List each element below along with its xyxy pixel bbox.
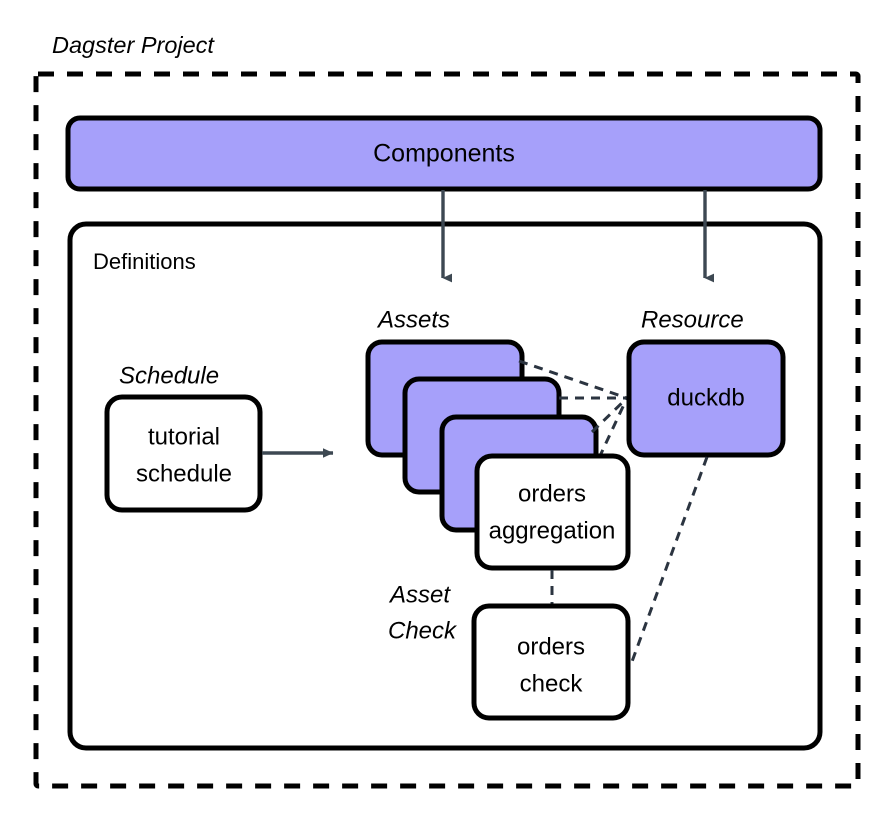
outer-container-title: Dagster Project [52,32,215,58]
node-orders-check-line2: check [520,670,584,697]
dagster-project-container [33,71,861,789]
node-orders-check-line1: orders [517,633,585,660]
components-box[interactable] [65,115,823,192]
node-tutorial-schedule-line1: tutorial [148,423,220,450]
node-orders-aggregation-line1: orders [518,480,586,507]
node-tutorial-schedule[interactable] [104,394,263,513]
node-duckdb[interactable] [626,339,786,458]
asset-check-group-label-line2: Check [388,617,458,644]
dashed-asset-card-3-to-duckdb [590,396,629,434]
asset-check-group-label-line1: Asset [388,581,451,608]
node-orders-check[interactable] [471,603,631,721]
dashed-orders-aggregation-to-duckdb [597,397,629,459]
node-orders-aggregation-line2: aggregation [489,517,616,544]
components-label: Components [373,140,515,168]
node-orders-aggregation[interactable] [474,453,631,571]
resource-group-label: Resource [641,306,744,333]
assets-group-label: Assets [376,306,450,333]
definitions-label: Definitions [93,249,196,274]
node-duckdb-label: duckdb [667,384,744,411]
dashed-duckdb-to-orders-check [628,456,709,668]
schedule-group-label: Schedule [119,362,219,389]
node-tutorial-schedule-line2: schedule [136,460,232,487]
dashed-asset-card-1-to-duckdb [518,359,628,400]
